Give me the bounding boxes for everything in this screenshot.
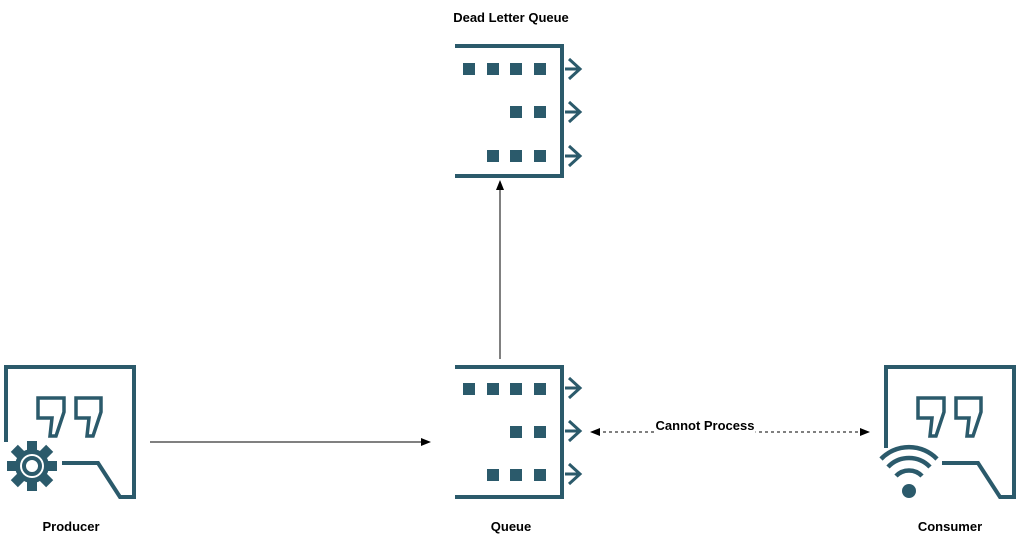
dead-letter-queue-label: Dead Letter Queue (453, 10, 569, 25)
queue-icon[interactable] (455, 365, 583, 499)
queue-label: Queue (490, 519, 532, 534)
producer-label: Producer (42, 519, 100, 534)
cannot-process-label: Cannot Process (654, 418, 756, 433)
consumer-icon[interactable] (879, 365, 1016, 499)
dead-letter-queue-icon[interactable] (455, 44, 583, 178)
consumer-label: Consumer (917, 519, 983, 534)
wifi-icon (879, 444, 939, 498)
producer-icon[interactable] (4, 365, 136, 499)
